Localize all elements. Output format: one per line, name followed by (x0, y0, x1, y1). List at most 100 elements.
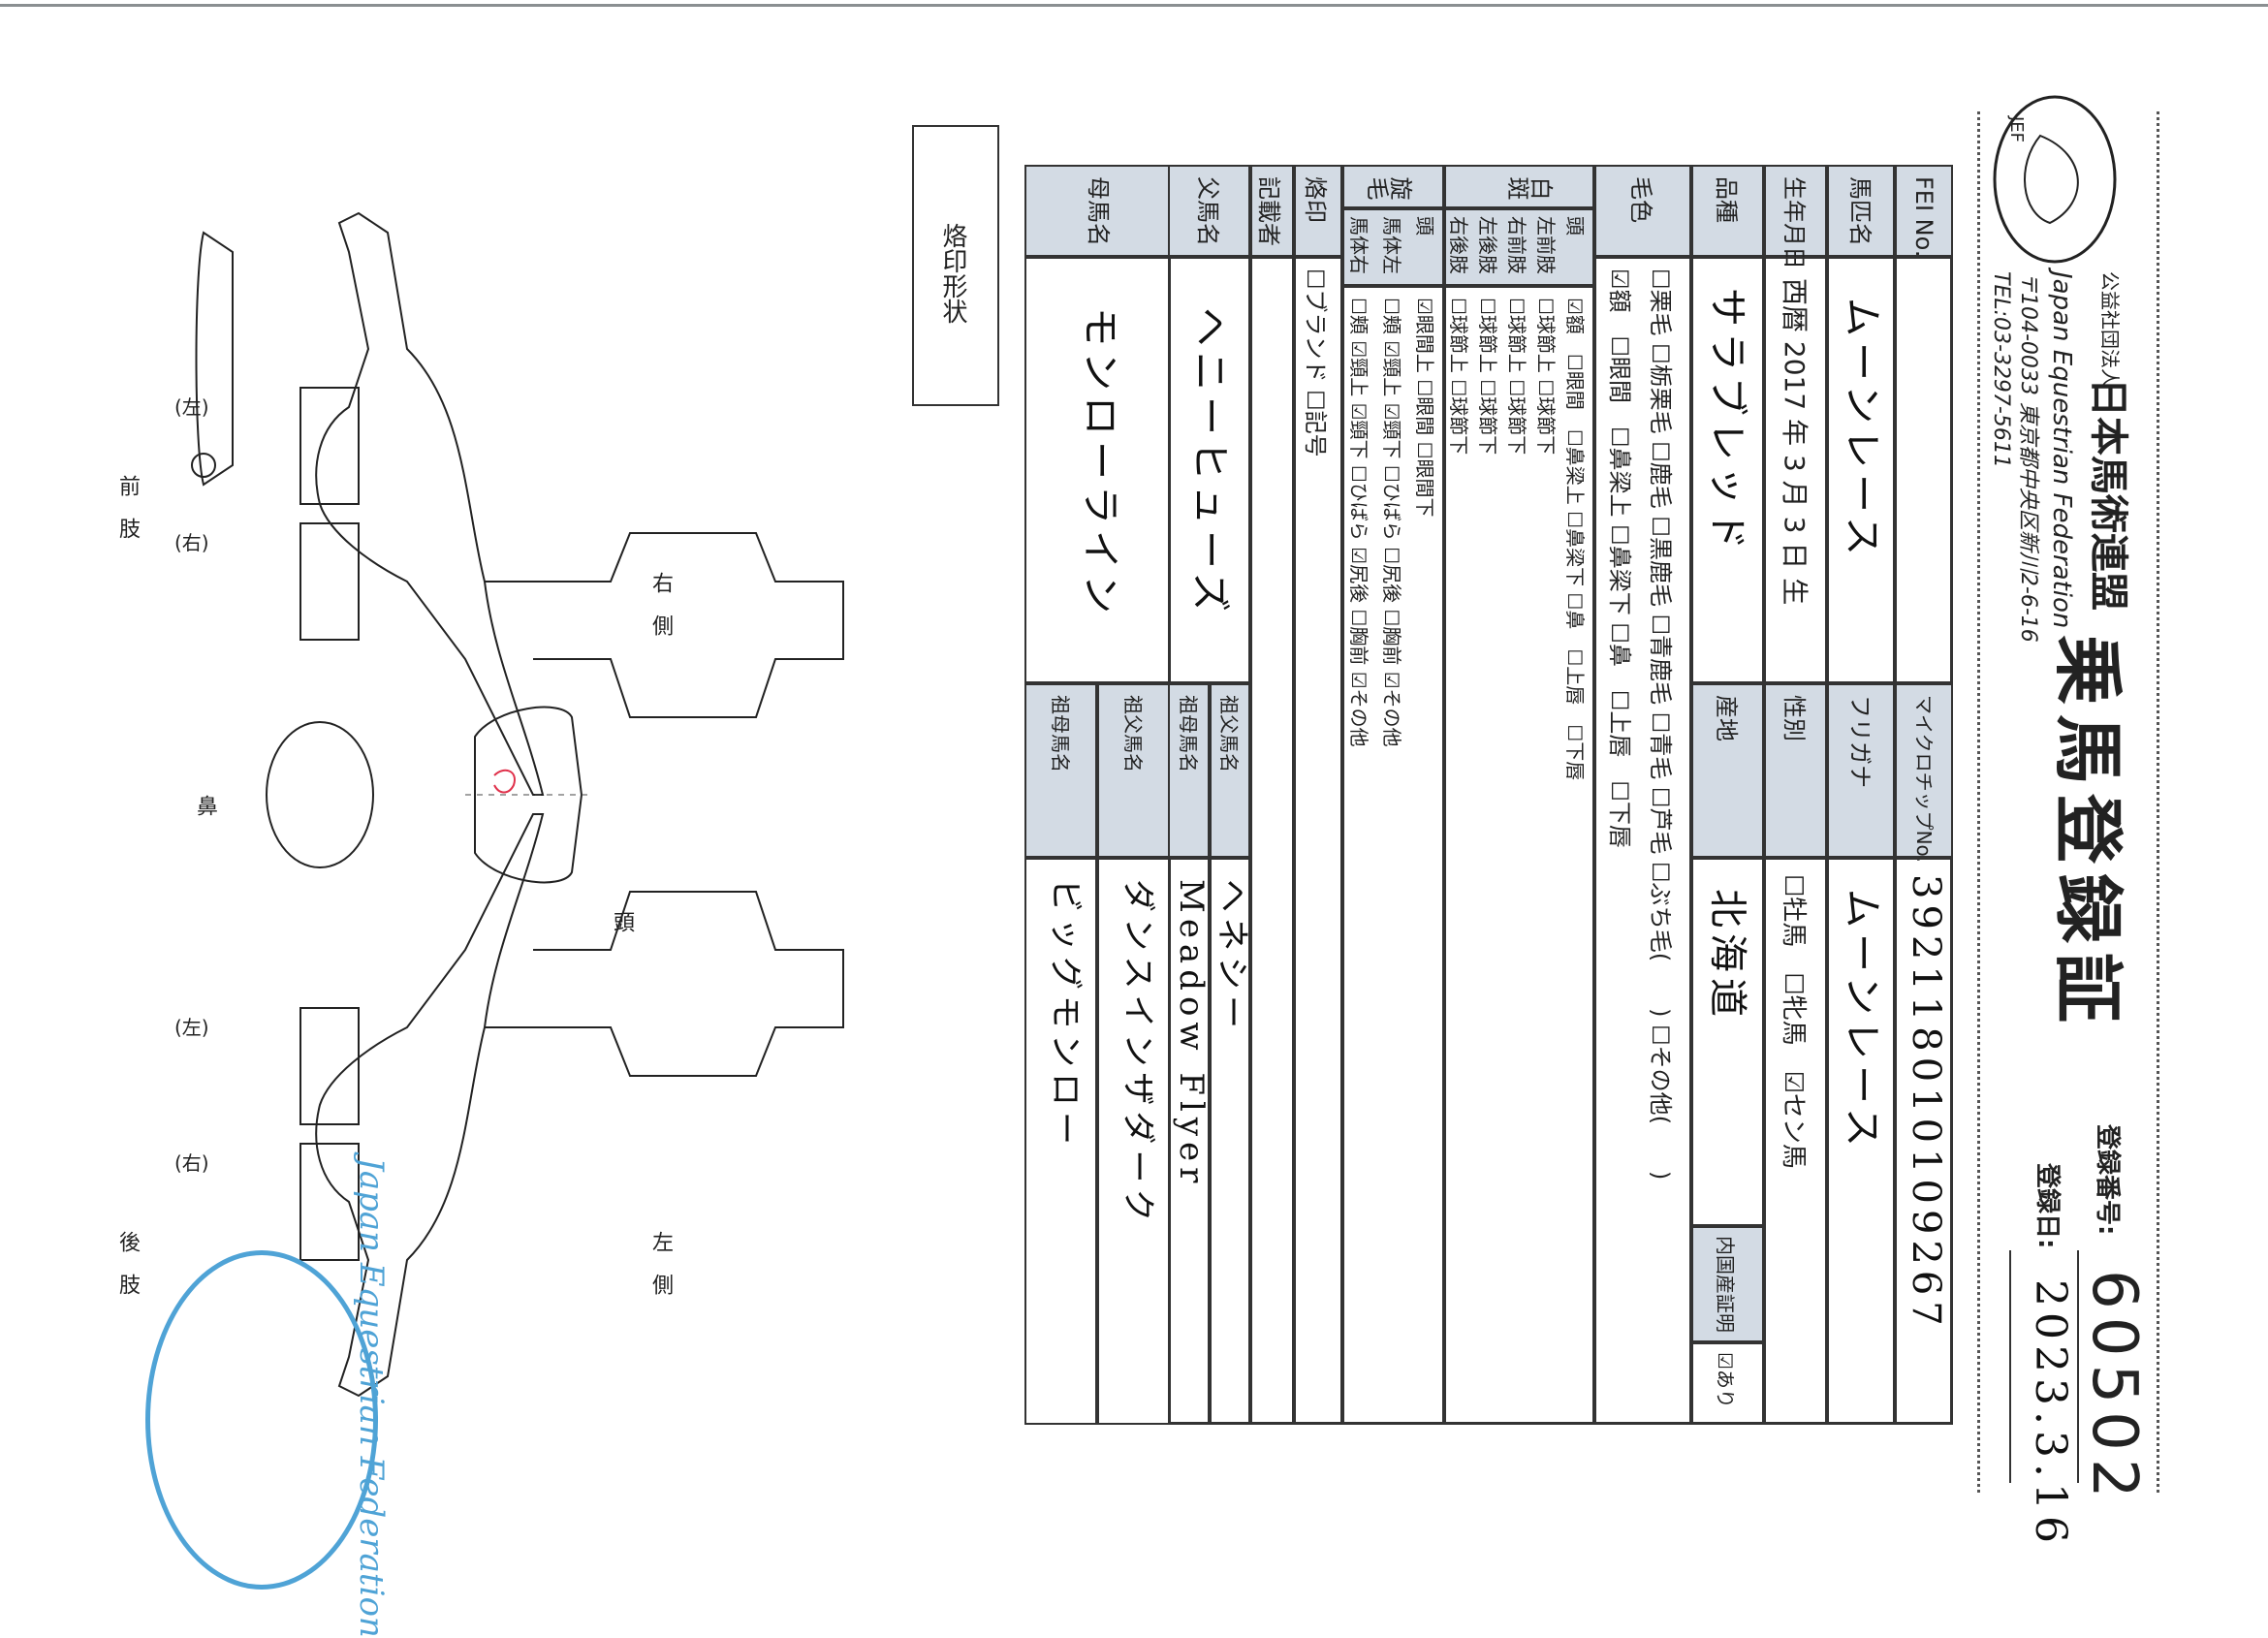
coat-row-2: ☑額 ☐眼間 ☐鼻梁上 ☐鼻梁下 ☐鼻 ☐上唇 ☐下唇 (1606, 268, 1633, 848)
recorder-label-cell: 記載者 (1250, 165, 1294, 257)
sex-options: ☐牡馬 ☐牝馬 ☑セン馬 (1779, 874, 1808, 1169)
org-prefix: 公益社団法人 (2098, 271, 2122, 388)
left-side-label: 左 側 (648, 1231, 673, 1295)
brand-value-cell: ☐ブランド ☐記号 (1294, 257, 1342, 1425)
furigana-value-cell: ムーンレース (1827, 858, 1895, 1425)
reg-date: 2023.3.16 (2026, 1279, 2075, 1549)
forelimb-label: 前 肢 (115, 475, 140, 539)
border-dots-inner (1977, 111, 1983, 1493)
breed: サラブレッド (1705, 288, 1749, 555)
sex-value-cell: ☐牡馬 ☐牝馬 ☑セン馬 (1764, 858, 1827, 1425)
domestic-value-cell: ☑あり (1691, 1342, 1764, 1425)
sire: ヘニーヒューズ (1187, 307, 1232, 617)
white-lh: ☐球節上 ☐球節下 (1476, 298, 1499, 456)
border-dots-right (2157, 111, 2162, 1493)
dam-granddam: ビッグモンロー (1046, 879, 1085, 1150)
breed-value-cell: サラブレッド (1691, 257, 1764, 683)
jef-stamp: Japan Equestrian Federation (145, 1157, 391, 1638)
grandsire: ヘネシー (1213, 879, 1251, 1034)
dam-granddam-value-cell: ビッグモンロー (1024, 858, 1097, 1425)
furigana-label-cell: フリガナ (1827, 683, 1895, 858)
jef-text: JEF (2006, 115, 2027, 142)
brand-shape-label: 烙印形状 (938, 223, 967, 324)
whorl-values: ☑眼間上 ☐眼間 ☐眼間下 ☐頬 ☑頸上 ☑頸下 ☐ひばら ☐尻後 ☐胸前 ☑そ… (1342, 286, 1444, 1425)
head-label: 頭 (610, 911, 634, 932)
fei-label-cell: FEI No. (1895, 165, 1953, 258)
jef-logo: JEF (1972, 87, 2127, 281)
front-right-label: (右) (174, 531, 209, 554)
white-label-cell: 白斑 (1444, 165, 1594, 208)
whorl-label-cell: 旋毛 (1342, 165, 1444, 208)
whorl-left: ☐頬 ☑頸上 ☑頸下 ☐ひばら ☐尻後 ☐胸前 ☑その他 (1380, 298, 1403, 747)
reg-date-underline (2009, 1250, 2011, 1483)
coat-label-cell: 毛色 (1594, 165, 1691, 257)
horse-name: ムーンレース (1840, 298, 1884, 561)
whorl-head: ☑眼間上 ☐眼間 ☐眼間下 (1413, 298, 1436, 518)
whorl-right: ☐頬 ☑頸上 ☑頸下 ☐ひばら ☑尻後 ☐胸前 ☑その他 (1347, 298, 1370, 747)
sex-label-cell: 性別 (1764, 683, 1827, 858)
granddam: Meadow Flyer (1172, 879, 1211, 1189)
horse-diagrams: 烙印形状 右 側 左 側 頭 鼻 前 肢 後 肢 (左) (右) (左) (右) (115, 116, 1008, 1473)
dam-label-cell: 母馬名 (1024, 165, 1170, 257)
dam-table: 母馬名 モンローライン 祖父馬名 ダンスインザダーク 祖母馬名 ビッグモンロー (1024, 165, 1170, 1425)
reg-number: 60502 (2078, 1270, 2150, 1506)
white-rh: ☐球節上 ☐球節下 (1447, 298, 1470, 456)
granddam-value-cell: Meadow Flyer (1168, 858, 1211, 1425)
hind-right-label: (右) (174, 1151, 209, 1175)
microchip-value-cell: 392118010109267 (1895, 858, 1953, 1425)
front-left-label: (左) (174, 395, 209, 419)
org-address: 〒104-0033 東京都中央区新川2-6-16 (2016, 271, 2040, 643)
dam-value-cell: モンローライン (1024, 257, 1170, 683)
org-name: 日本馬術連盟 (2086, 378, 2130, 611)
horse-name-label-cell: 馬匹名 (1827, 165, 1895, 257)
dam-grandsire-label-cell: 祖父馬名 (1097, 683, 1170, 858)
dam: モンローライン (1078, 307, 1122, 619)
reg-date-label: 登録日: (2032, 1163, 2062, 1249)
org-tel: TEL:03-3297-5611 (1989, 271, 2013, 468)
nose-label: 鼻 (193, 795, 217, 816)
white-rf: ☐球節上 ☐球節下 (1505, 298, 1528, 456)
grandsire-value-cell: ヘネシー (1210, 858, 1251, 1425)
sire-value-cell: ヘニーヒューズ (1168, 257, 1250, 683)
recorder-value-cell (1250, 257, 1294, 1425)
horse-silhouettes (191, 125, 999, 1398)
org-english: Japan Equestrian Federation (2047, 271, 2076, 629)
coat-row-1: ☐栗毛 ☐栃栗毛 ☐鹿毛 ☐黒鹿毛 ☐青鹿毛 ☐青毛 ☐芦毛 ☐ぶち毛( ) ☐… (1647, 268, 1674, 1181)
whorl-sublabels: 頭 馬体左 馬体右 (1342, 208, 1444, 286)
hindlimb-label: 後 肢 (115, 1231, 140, 1295)
birth-date: 西暦 2017 年 3 月 3 日 生 (1779, 278, 1811, 606)
white-sublabels: 頭 左前肢 右前肢 左後肢 右後肢 (1444, 208, 1594, 286)
furigana: ムーンレース (1840, 889, 1884, 1152)
domestic-label-cell: 内国産証明 (1691, 1226, 1764, 1342)
reg-number-underline (2077, 1250, 2079, 1483)
sire-label-cell: 父馬名 (1168, 165, 1250, 257)
stamp-text: Japan Equestrian Federation (351, 1157, 391, 1638)
dam-granddam-label-cell: 祖母馬名 (1024, 683, 1097, 858)
fei-value-cell (1895, 257, 1953, 683)
white-head: ☑額 ☐眼間 ☐鼻梁上 ☐鼻梁下 ☐鼻 ☐上唇 ☐下唇 (1563, 298, 1587, 781)
reg-number-label: 登録番号: (2093, 1124, 2122, 1236)
document-title: 乗馬登録証 (2047, 635, 2128, 1033)
granddam-label-cell: 祖母馬名 (1168, 683, 1210, 858)
origin: 北海道 (1705, 889, 1749, 1023)
horse-name-value-cell: ムーンレース (1827, 257, 1895, 683)
scan-edge (0, 4, 2268, 7)
domestic-value: ☑あり (1714, 1352, 1737, 1408)
registration-table: FEI No. マイクロチップNo. 392118010109267 馬匹名 ム… (1168, 165, 1953, 1425)
white-lf: ☐球節上 ☐球節下 (1534, 298, 1558, 456)
white-values: ☑額 ☐眼間 ☐鼻梁上 ☐鼻梁下 ☐鼻 ☐上唇 ☐下唇 ☐球節上 ☐球節下 ☐球… (1444, 286, 1594, 1425)
brand-label-cell: 烙印 (1294, 165, 1342, 257)
birth-label-cell: 生年月日 (1764, 165, 1827, 269)
coat-value-cell: ☐栗毛 ☐栃栗毛 ☐鹿毛 ☐黒鹿毛 ☐青鹿毛 ☐青毛 ☐芦毛 ☐ぶち毛( ) ☐… (1594, 257, 1691, 1425)
microchip-value: 392118010109267 (1904, 874, 1948, 1332)
grandsire-label-cell: 祖父馬名 (1210, 683, 1250, 858)
origin-label-cell: 産地 (1691, 683, 1764, 858)
birth-value-cell: 西暦 2017 年 3 月 3 日 生 (1764, 257, 1827, 683)
origin-value-cell: 北海道 (1691, 858, 1764, 1226)
dam-grandsire: ダンスインザダーク (1118, 879, 1157, 1228)
brand-options: ☐ブランド ☐記号 (1302, 268, 1329, 457)
breed-label-cell: 品種 (1691, 165, 1764, 257)
dam-grandsire-value-cell: ダンスインザダーク (1097, 858, 1170, 1425)
microchip-label-cell: マイクロチップNo. (1895, 683, 1953, 863)
right-side-label: 右 側 (648, 572, 673, 636)
